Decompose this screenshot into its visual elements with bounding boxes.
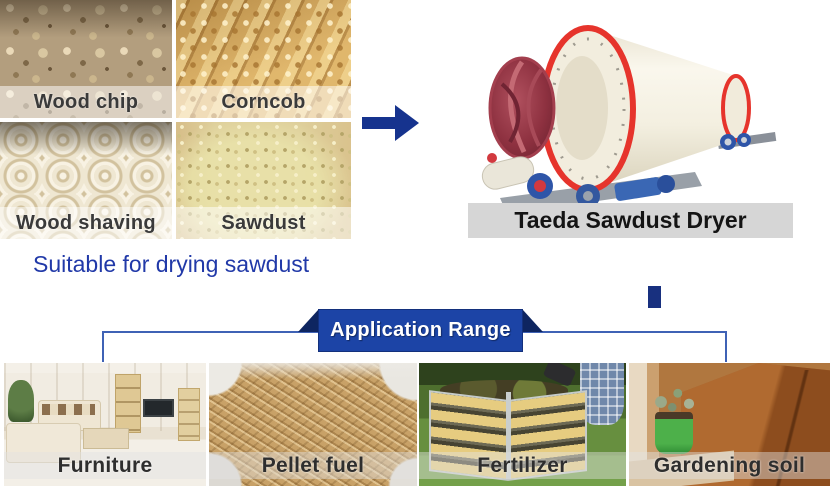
application-label: Furniture bbox=[4, 452, 206, 479]
connector-stub bbox=[648, 286, 661, 308]
application-label: Pellet fuel bbox=[209, 452, 417, 479]
material-tile-wood-shaving: Wood shaving bbox=[0, 122, 172, 239]
plant-pot-shape bbox=[655, 412, 694, 454]
application-tile-furniture: Furniture bbox=[4, 363, 206, 486]
compost-bin-shape bbox=[429, 390, 587, 481]
application-tile-fertilizer: Fertilizer bbox=[419, 363, 626, 486]
machine-name-bar: Taeda Sawdust Dryer bbox=[468, 203, 793, 238]
succulent-shape bbox=[647, 381, 704, 416]
cushions-shape bbox=[42, 403, 95, 415]
bracket-left-line bbox=[102, 331, 104, 362]
ribbon-right-fold bbox=[523, 310, 543, 332]
application-label: Fertilizer bbox=[419, 452, 626, 479]
pellet-fuel-photo bbox=[209, 363, 417, 486]
material-label: Corncob bbox=[176, 86, 351, 118]
sofa-shape bbox=[6, 423, 81, 464]
material-label: Wood shaving bbox=[0, 207, 172, 239]
application-tile-gardening-soil: Gardening soil bbox=[629, 363, 830, 486]
material-tile-corncob: Corncob bbox=[176, 0, 351, 118]
caption-text: Suitable for drying sawdust bbox=[33, 251, 310, 277]
application-label: Gardening soil bbox=[629, 452, 830, 479]
fertilizer-photo bbox=[419, 363, 626, 486]
material-label: Wood chip bbox=[0, 86, 172, 118]
ribbon-left-fold bbox=[298, 310, 318, 332]
shelf-shape bbox=[115, 374, 142, 433]
material-tile-sawdust: Sawdust bbox=[176, 122, 351, 239]
tv-shape bbox=[143, 398, 174, 418]
bracket-right-line bbox=[725, 331, 727, 362]
bin-corner-post bbox=[506, 391, 511, 480]
gardening-soil-photo bbox=[629, 363, 830, 486]
material-tile-wood-chip: Wood chip bbox=[0, 0, 172, 118]
plant-shape bbox=[8, 380, 35, 423]
furniture-photo bbox=[4, 363, 206, 486]
person-shape bbox=[580, 363, 624, 425]
cabinet-shape bbox=[177, 387, 200, 442]
arrow-right-icon bbox=[362, 105, 419, 141]
wall-panels bbox=[4, 363, 206, 431]
application-tile-pellet-fuel: Pellet fuel bbox=[209, 363, 417, 486]
coffee-table-shape bbox=[82, 428, 130, 449]
application-range-banner: Application Range bbox=[318, 309, 523, 352]
material-label: Sawdust bbox=[176, 207, 351, 239]
